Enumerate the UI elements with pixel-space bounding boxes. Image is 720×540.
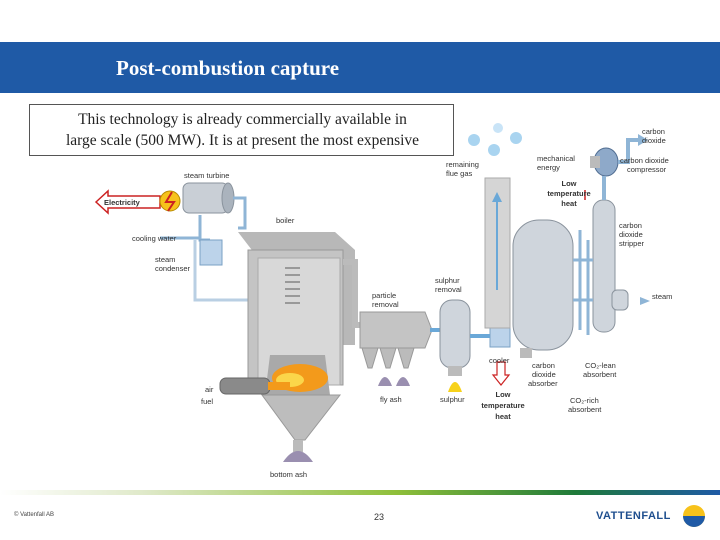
label-carbon-dioxide-1: carbon	[642, 127, 665, 136]
boiler	[238, 232, 355, 452]
label-sulphur: sulphur	[440, 395, 465, 404]
label-co2-absorber-1: carbon	[532, 361, 555, 370]
sulphur-removal-tower	[439, 299, 471, 392]
label-cooler: cooler	[489, 356, 510, 365]
label-low-temp-heat-bottom-3: heat	[495, 412, 511, 421]
info-line-1: This technology is already commercially …	[78, 111, 407, 128]
label-co2-stripper-3: stripper	[619, 239, 645, 248]
flue-gas-stack	[484, 177, 511, 329]
label-low-temp-heat-bottom-2: temperature	[481, 401, 525, 410]
label-co2-compressor-2: compressor	[627, 165, 667, 174]
label-co2-lean-1: CO₂-lean	[585, 361, 616, 370]
co2-compressor	[590, 147, 619, 177]
vattenfall-logo-text: VATTENFALL	[596, 510, 671, 522]
co2-stripper	[592, 199, 616, 333]
electricity-arrow	[94, 189, 181, 215]
steam-condenser	[199, 239, 223, 266]
label-mechanical-energy-1: mechanical	[537, 154, 575, 163]
page-title: Post-combustion capture	[116, 56, 340, 80]
label-bottom-ash: bottom ash	[270, 470, 308, 479]
burner	[219, 377, 290, 395]
co2-absorber	[512, 219, 574, 358]
label-particle-removal-1: particle	[372, 291, 397, 300]
label-particle-removal-2: removal	[372, 300, 399, 309]
label-cooling-water: cooling water	[132, 234, 177, 243]
label-low-temp-heat-top-1: Low	[561, 179, 577, 188]
page-number: 23	[374, 512, 385, 522]
label-carbon-dioxide-2: dioxide	[642, 136, 666, 145]
label-co2-stripper-2: dioxide	[619, 230, 643, 239]
label-steam-condenser-1: steam	[155, 255, 176, 264]
steam-turbine	[182, 182, 235, 214]
label-co2-absorber-3: absorber	[528, 379, 558, 388]
label-co2-compressor-1: carbon dioxide	[620, 156, 669, 165]
label-co2-absorber-2: dioxide	[532, 370, 556, 379]
label-sulphur-removal-2: removal	[435, 285, 462, 294]
title-bar	[0, 42, 720, 93]
label-co2-rich-2: absorbent	[568, 405, 602, 414]
label-co2-lean-2: absorbent	[583, 370, 617, 379]
label-low-temp-heat-bottom-1: Low	[495, 390, 511, 399]
heat-arrow-bottom	[491, 361, 511, 386]
label-co2-rich-1: CO₂-rich	[570, 396, 599, 405]
label-co2-stripper-1: carbon	[619, 221, 642, 230]
footer-bar	[0, 490, 720, 495]
flue-gas-clouds	[468, 123, 522, 156]
label-mechanical-energy-2: energy	[537, 163, 560, 172]
label-electricity: Electricity	[104, 198, 140, 207]
label-low-temp-heat-top-3: heat	[561, 199, 577, 208]
label-fly-ash: fly ash	[380, 395, 402, 404]
label-steam-condenser-2: condenser	[155, 264, 191, 273]
label-remaining-flue-gas-1: remaining	[446, 160, 479, 169]
bottom-ash-pile	[283, 451, 313, 462]
info-box: This technology is already commercially …	[29, 104, 454, 156]
label-air: air	[205, 385, 214, 394]
vattenfall-logo-icon	[683, 505, 705, 527]
label-steam-right: steam	[652, 292, 673, 301]
label-steam-turbine: steam turbine	[184, 171, 230, 180]
particle-removal-unit	[359, 311, 433, 386]
label-sulphur-removal-1: sulphur	[435, 276, 460, 285]
steam-reboiler	[611, 289, 629, 311]
label-fuel: fuel	[201, 397, 214, 406]
info-line-2: large scale (500 MW). It is at present t…	[65, 132, 420, 149]
label-remaining-flue-gas-2: flue gas	[446, 169, 473, 178]
copyright: © Vattenfall AB	[14, 512, 54, 518]
label-low-temp-heat-top-2: temperature	[547, 189, 591, 198]
label-boiler: boiler	[276, 216, 295, 225]
